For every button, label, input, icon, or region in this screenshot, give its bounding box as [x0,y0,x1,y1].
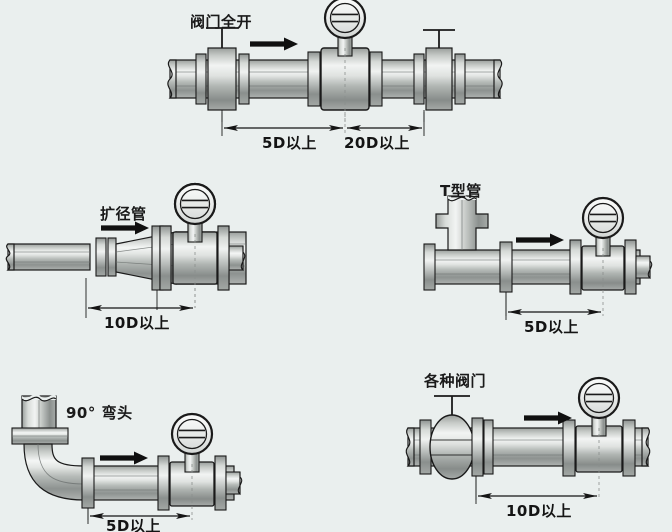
panel-label: 各种阀门 [423,372,486,390]
flange-icon-end [423,243,436,291]
dimension-label-upstream: 5D以上 [106,517,161,532]
panel-expander-pipe: 扩径管 10D以上 [5,182,247,332]
dimension-upstream: 5D以上 [505,292,601,336]
panel-valve-fully-open: 阀门全开 5D以上 20D以上 [167,0,503,152]
flow-meter-transmitter-icon [569,196,653,316]
flange-icon-small [95,237,117,277]
dimension-label-upstream: 5D以上 [262,134,317,152]
panel-elbow-90: 90° 弯头 5D以上 [11,394,243,532]
dimension-label-upstream: 5D以上 [524,318,579,336]
valve-icon-right [413,29,466,122]
pipe-break-icon-left [167,59,177,99]
flow-meter-transmitter-icon [157,412,243,520]
pipe-break-icon [5,243,15,271]
panel-various-valves: 各种阀门 10D以上 [405,372,651,520]
valve-icon-various [419,395,494,500]
pipe-break-icon-right [641,427,651,467]
dimension-label-downstream: 20D以上 [344,134,410,152]
dimension-label-upstream: 10D以上 [104,314,170,332]
dimension-upstream: 5D以上 [221,112,346,152]
valve-icon-fully-open [195,27,250,122]
dimension-downstream: 20D以上 [344,112,425,152]
panel-label: T型管 [440,182,482,200]
pipe-break-icon-right [493,59,503,99]
elbow-riser [21,394,57,433]
panel-tee-pipe: T型管 5D以上 [423,182,653,336]
dimension-upstream: 10D以上 [475,476,597,520]
panel-label: 扩径管 [100,205,147,223]
dimension-upstream: 10D以上 [85,278,193,332]
panel-label: 阀门全开 [190,13,252,31]
flow-meter-transmitter-icon [562,376,636,500]
flange-icon-riser [11,427,69,445]
panel-label: 90° 弯头 [66,404,133,422]
flow-meter-overlay [159,182,230,308]
dimension-upstream: 5D以上 [87,508,190,532]
dimension-label-upstream: 10D以上 [506,502,572,520]
pipe-break-icon-left [405,427,415,467]
flow-meter-transmitter-icon [307,0,383,122]
tee-branch [435,194,489,251]
small-pipe [5,243,91,271]
